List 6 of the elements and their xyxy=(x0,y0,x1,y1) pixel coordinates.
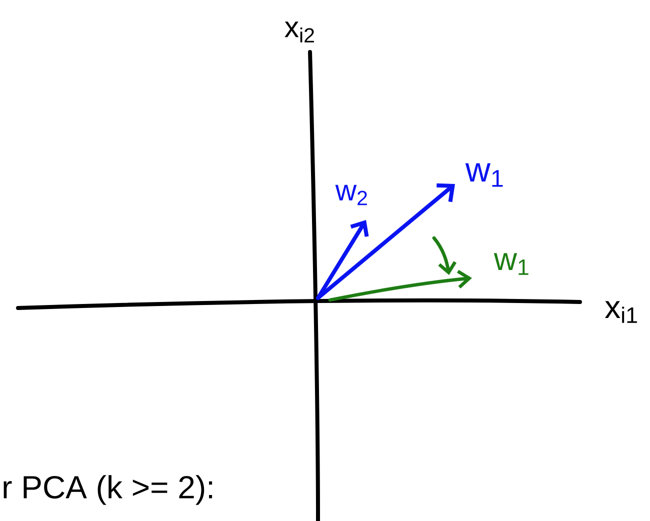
note-text: r PCA (k >= 2): xyxy=(4,475,212,505)
vector-label: w$_{1}$ xyxy=(465,163,503,187)
vector-label: w$_{2}$ xyxy=(335,184,367,206)
axis-label: x$_{i2}$ xyxy=(284,22,314,42)
vector-label: w$_{1}$ xyxy=(494,253,528,275)
axis-label: x$_{i1}$ xyxy=(604,301,637,323)
